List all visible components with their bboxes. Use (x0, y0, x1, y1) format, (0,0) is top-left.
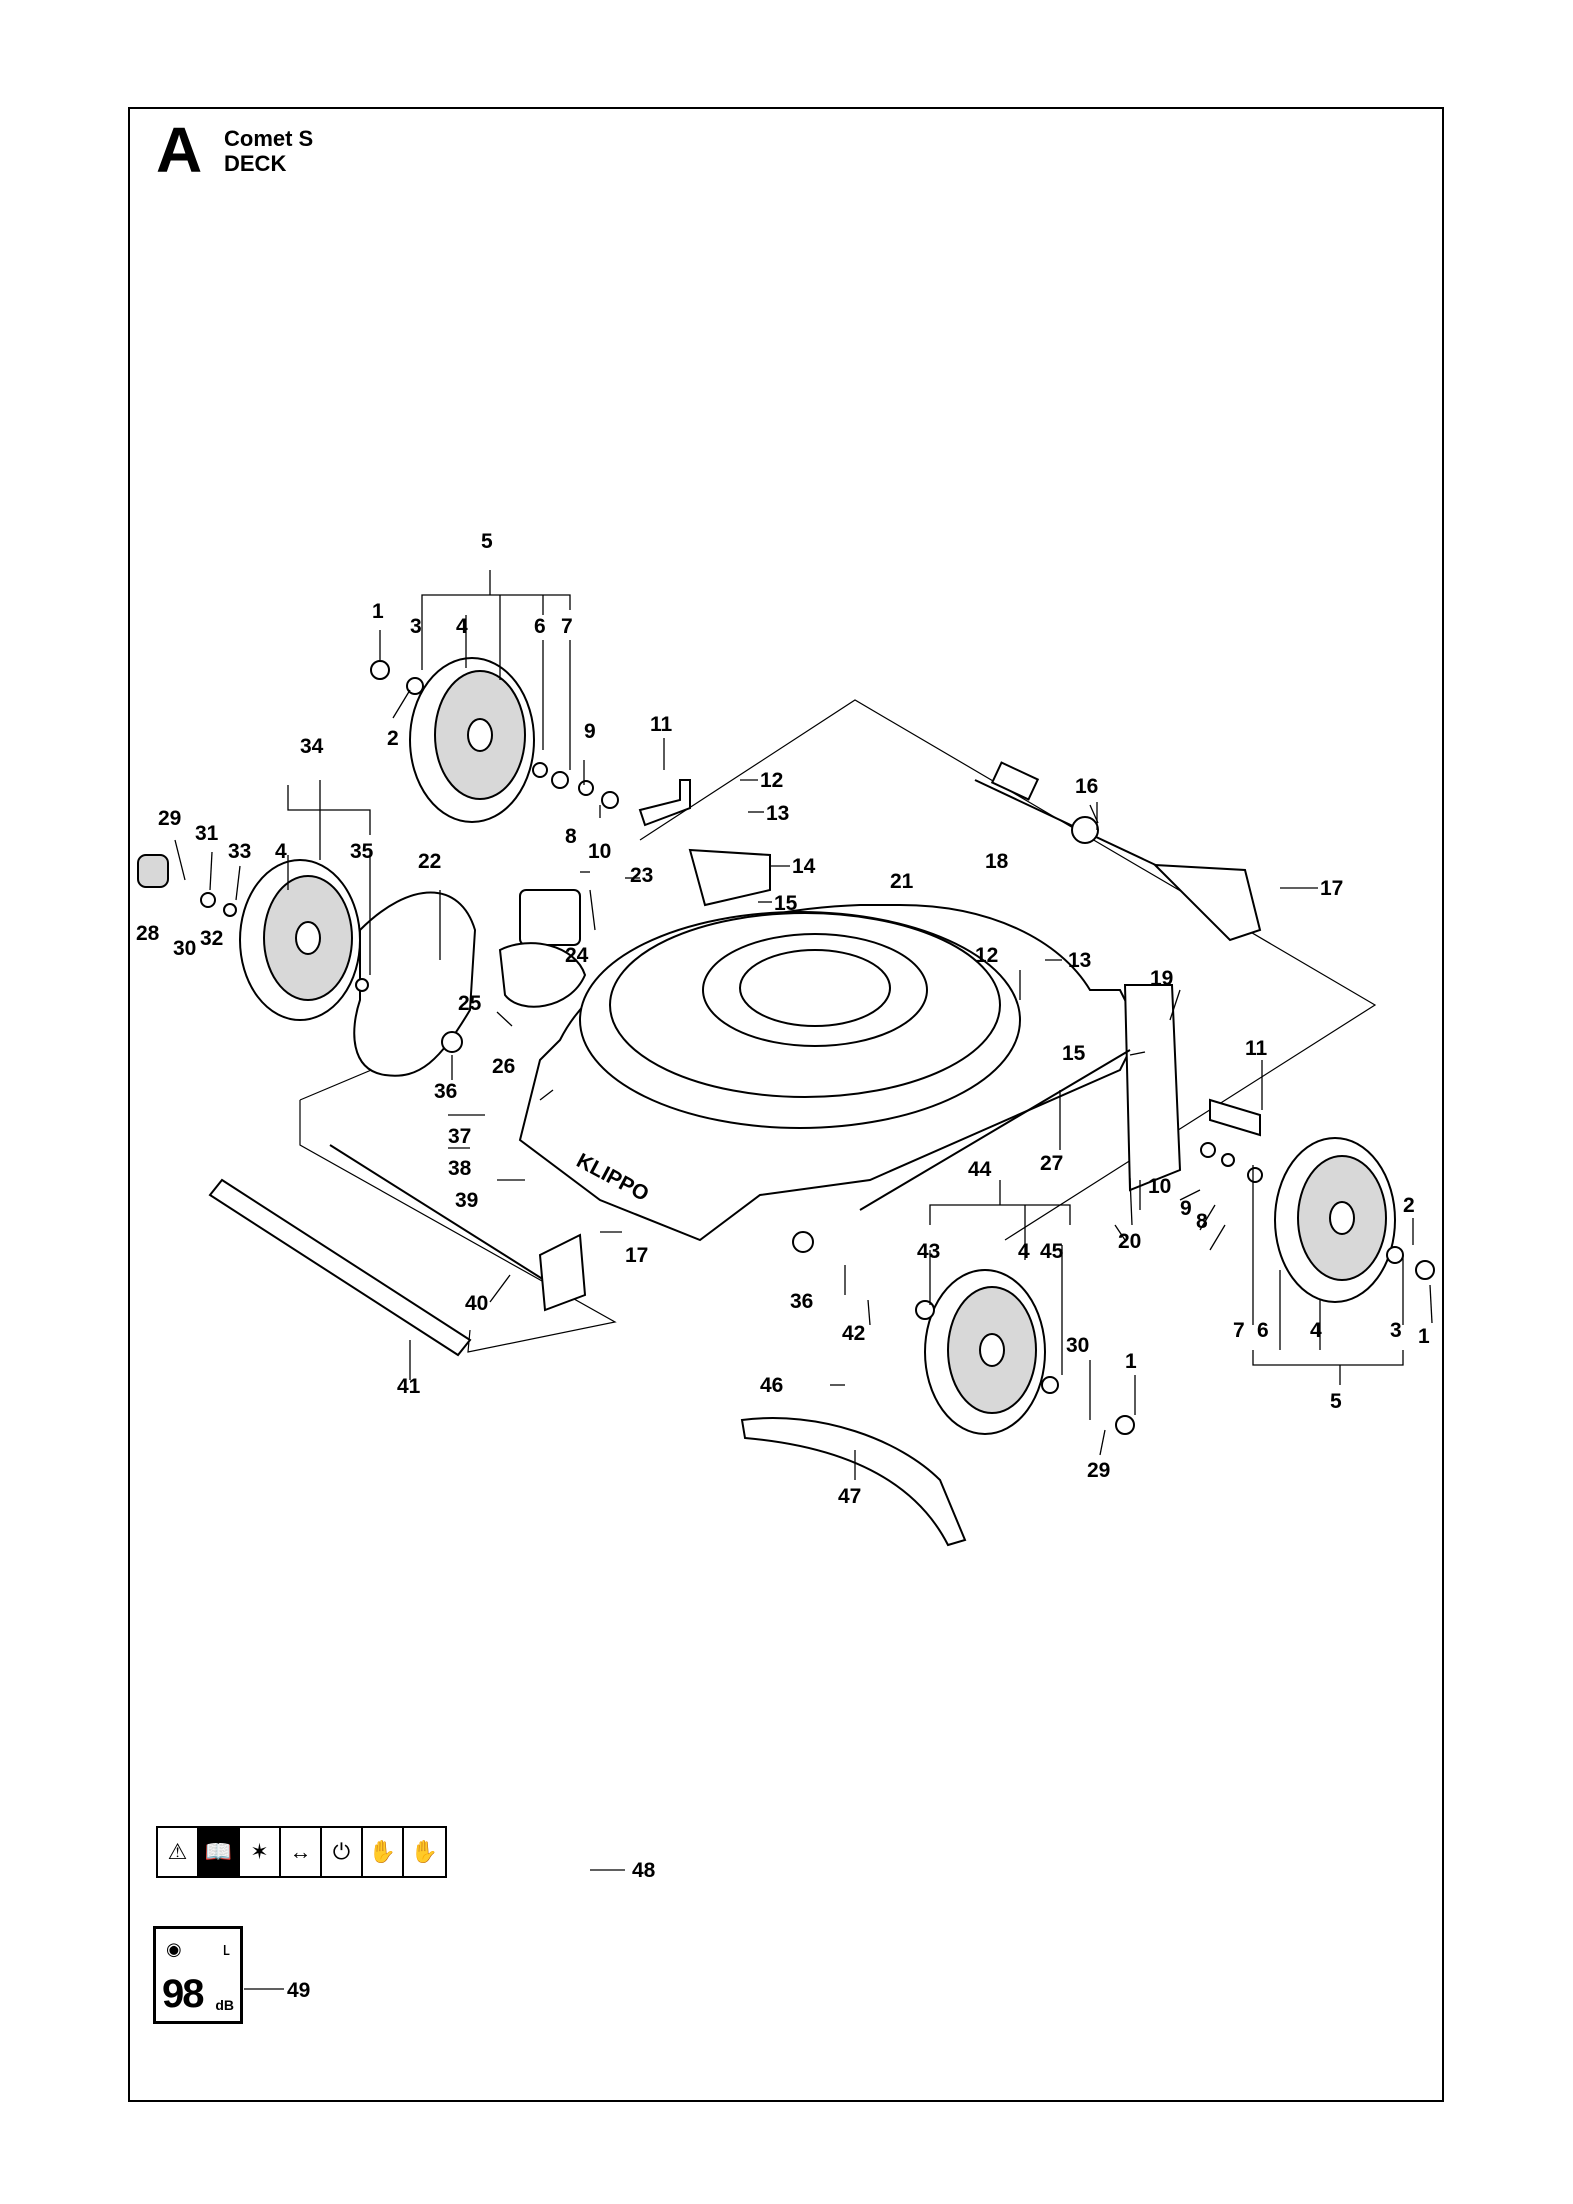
callout-15-mid: 15 (1062, 1042, 1086, 1065)
callout-49: 49 (287, 1979, 310, 2002)
callout-31: 31 (195, 822, 219, 845)
callout-labels: 5 1 3 4 6 7 2 9 11 8 10 12 13 14 15 16 1… (136, 530, 1430, 2002)
sound-power-icon: ◉ (166, 1939, 182, 1959)
callout-45: 45 (1040, 1240, 1064, 1263)
callout-8-top: 8 (565, 825, 577, 848)
callout-10-top: 10 (588, 840, 611, 863)
callout-4-left: 4 (275, 840, 287, 863)
callout-4-center: 4 (1018, 1240, 1030, 1263)
callout-36-left: 36 (434, 1080, 457, 1103)
callout-12-top: 12 (760, 769, 783, 792)
callout-23: 23 (630, 864, 653, 887)
callout-1-top: 1 (372, 600, 384, 623)
callout-1-right: 1 (1418, 1325, 1430, 1348)
callout-24: 24 (565, 944, 589, 967)
callout-27: 27 (1040, 1152, 1063, 1175)
callout-48: 48 (632, 1859, 656, 1882)
callout-14: 14 (792, 855, 816, 878)
callout-6-top: 6 (534, 615, 546, 638)
callout-32: 32 (200, 927, 223, 950)
callout-4-right: 4 (1310, 1319, 1322, 1342)
warning-triangle-icon: ⚠ (158, 1828, 199, 1876)
model-name: Comet S (224, 126, 314, 151)
noise-level-label: ◉ ʟ 98 dB (153, 1926, 243, 2024)
callout-5-top: 5 (481, 530, 493, 553)
callout-8-right: 8 (1196, 1210, 1208, 1233)
noise-value: 98 (162, 1972, 204, 2016)
thrown-objects-icon: ✶ (240, 1828, 281, 1876)
callout-30-left: 30 (173, 937, 196, 960)
disconnect-plug-icon: ⏻ (322, 1828, 363, 1876)
wheel-front-center (792, 1231, 1135, 1435)
callout-37: 37 (448, 1125, 471, 1148)
diagram-title: Comet S DECK (224, 126, 313, 177)
callout-30-center: 30 (1066, 1334, 1089, 1357)
callout-15-top: 15 (774, 892, 798, 915)
callout-36-center: 36 (790, 1290, 813, 1313)
callout-43: 43 (917, 1240, 940, 1263)
callout-21: 21 (890, 870, 914, 893)
callout-11-right: 11 (1245, 1037, 1268, 1060)
manual-book-icon: 📖 (199, 1828, 240, 1876)
callout-6-right: 6 (1257, 1319, 1269, 1342)
callout-44: 44 (968, 1158, 992, 1181)
callout-34: 34 (300, 735, 324, 758)
callout-33: 33 (228, 840, 251, 863)
callout-29-center: 29 (1087, 1459, 1110, 1482)
page-frame (128, 107, 1444, 2102)
callout-25: 25 (458, 992, 482, 1015)
section-name: DECK (224, 151, 287, 177)
callout-18: 18 (985, 850, 1009, 873)
callout-1-center: 1 (1125, 1350, 1137, 1373)
callout-7-top: 7 (561, 615, 573, 638)
callout-22: 22 (418, 850, 441, 873)
callout-46: 46 (760, 1374, 783, 1397)
blade-foot-icon: ✋ (410, 1839, 439, 1864)
callout-9-top: 9 (584, 720, 596, 743)
callout-17-right: 17 (1320, 877, 1343, 900)
callout-42: 42 (842, 1322, 865, 1345)
callout-41: 41 (397, 1375, 421, 1398)
deck-assembly: KLIPPO (208, 699, 1377, 1547)
callout-35: 35 (350, 840, 374, 863)
callout-10-right: 10 (1148, 1175, 1171, 1198)
callout-40: 40 (465, 1292, 488, 1315)
lwa-icon: ʟ (222, 1939, 230, 1959)
cap-18 (1071, 816, 1099, 844)
callout-13-mid: 13 (1068, 949, 1091, 972)
pulley-36 (441, 1031, 463, 1053)
wheel-rear-top (370, 657, 619, 823)
callout-19: 19 (1150, 967, 1173, 990)
safety-decal: ⚠ 📖 ✶ ↔ ⏻ ✋ ✋ (156, 1826, 447, 1878)
callout-3-top: 3 (410, 615, 422, 638)
section-letter: A (156, 114, 203, 186)
wheel-rear-left (137, 854, 369, 1021)
callout-20: 20 (1118, 1230, 1141, 1253)
callout-26: 26 (492, 1055, 515, 1078)
noise-unit: dB (215, 1997, 234, 2013)
callout-2-right: 2 (1403, 1194, 1415, 1217)
callout-47: 47 (838, 1485, 861, 1508)
callout-9-right: 9 (1180, 1197, 1192, 1220)
callout-13-top: 13 (766, 802, 789, 825)
callout-5-right: 5 (1330, 1390, 1342, 1413)
callout-2-top: 2 (387, 727, 399, 750)
distance-bystander-icon: ↔ (281, 1828, 322, 1876)
callout-39: 39 (455, 1189, 478, 1212)
leader-lines (174, 570, 1433, 1990)
callout-3-right: 3 (1390, 1319, 1402, 1342)
callout-38: 38 (448, 1157, 472, 1180)
wheel-front-right (1200, 1137, 1435, 1303)
callout-11-top: 11 (650, 713, 673, 736)
callout-7-right: 7 (1233, 1319, 1245, 1342)
callout-17-left: 17 (625, 1244, 648, 1267)
blade-hand-icon: ✋ (363, 1828, 404, 1876)
callout-28: 28 (136, 922, 160, 945)
callout-4-top: 4 (456, 615, 468, 638)
callout-29-left: 29 (158, 807, 181, 830)
callout-16: 16 (1075, 775, 1098, 798)
callout-12-mid: 12 (975, 944, 998, 967)
